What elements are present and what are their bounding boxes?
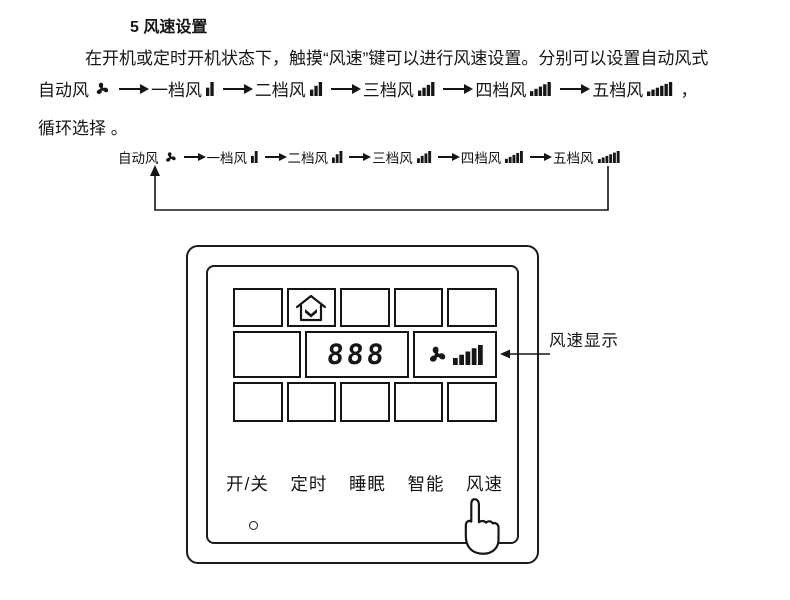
- fan-speed-bars-icon: [453, 344, 484, 365]
- fan-icon: [425, 343, 449, 367]
- speed-3-bars-icon: [416, 151, 431, 163]
- speed-2-bars-icon: [332, 151, 343, 163]
- speed-1-bars-icon: [251, 151, 258, 163]
- speed-label-1: 一档风: [151, 81, 202, 100]
- paragraph-line-1: 在开机或定时开机状态下，触摸“风速”键可以进行风速设置。分别可以设置自动风式: [85, 49, 709, 68]
- fan-speed-cycle-diagram: 自动风 一档风 二档风 三档风 四档风 五档风: [118, 147, 620, 167]
- lcd-cell-fan-speed: [413, 331, 497, 378]
- button-power: 开/关: [226, 474, 269, 494]
- lcd-cell: [340, 382, 390, 422]
- diagram-label-3: 三档风: [372, 151, 413, 166]
- diagram-item-auto: 自动风: [118, 147, 178, 167]
- button-fan-speed: 风速: [466, 474, 503, 494]
- diagram-label-2: 二档风: [287, 151, 329, 166]
- section-heading: 5 风速设置: [130, 19, 208, 36]
- lcd-cell-digits: 888: [305, 331, 409, 378]
- speed-4-bars-icon: [505, 151, 524, 163]
- button-smart: 智能: [407, 474, 445, 494]
- lcd-cell: [233, 331, 301, 378]
- seven-segment-digits: 888: [325, 338, 389, 371]
- lcd-cell: [447, 288, 497, 327]
- speed-label-auto: 自动风: [38, 81, 89, 100]
- speed-label-5: 五档风: [592, 81, 644, 100]
- arrow-icon: [183, 152, 206, 161]
- diagram-item-1: 一档风: [207, 147, 259, 167]
- diagram-item-3: 三档风: [372, 147, 432, 167]
- lcd-cell: [447, 382, 497, 422]
- speed-4-bars-icon: [530, 81, 552, 96]
- speed-2-bars-icon: [309, 81, 322, 96]
- speed-item-auto: 自动风: [38, 76, 111, 101]
- arrow-icon: [560, 83, 591, 94]
- cycle-loop-arrow: [150, 165, 609, 211]
- paragraph-line-3: 循环选择 。: [38, 119, 128, 138]
- arrow-icon: [530, 152, 552, 161]
- speed-label-2: 二档风: [254, 81, 306, 100]
- arrow-icon: [349, 152, 372, 161]
- speed-item-5: 五档风: [592, 76, 673, 101]
- speed-item-4: 四档风: [475, 76, 552, 101]
- arrow-icon: [222, 83, 253, 94]
- speed-label-3: 三档风: [362, 81, 414, 100]
- speed-label-4: 四档风: [475, 81, 527, 100]
- diagram-item-5: 五档风: [553, 147, 620, 167]
- speed-item-3: 三档风: [363, 76, 436, 101]
- lcd-cell-house: [286, 288, 337, 327]
- diagram-label-4: 四档风: [460, 151, 502, 166]
- lcd-row-bottom: [233, 382, 497, 422]
- button-sleep: 睡眠: [348, 474, 386, 494]
- arrow-icon: [119, 83, 149, 94]
- diagram-label-1: 一档风: [206, 151, 248, 166]
- speed-item-2: 二档风: [255, 76, 323, 101]
- lcd-row-top: [233, 288, 497, 327]
- lcd-cell: [233, 288, 283, 327]
- diagram-item-4: 四档风: [461, 147, 524, 167]
- pointing-hand-icon: [456, 496, 504, 557]
- diagram-label-5: 五档风: [553, 151, 594, 166]
- panel-button-row: 开/关 定时 睡眠 智能 风速: [226, 471, 503, 496]
- lcd-display: 888: [233, 288, 497, 426]
- lcd-row-middle: 888: [233, 331, 497, 378]
- callout-arrow-icon: [500, 349, 550, 359]
- button-timer: 定时: [290, 474, 328, 494]
- lcd-cell: [286, 382, 337, 422]
- speed-1-bars-icon: [206, 81, 214, 96]
- arrow-icon: [437, 152, 460, 161]
- house-airflow-icon: [293, 293, 329, 323]
- speed-item-1: 一档风: [151, 76, 215, 101]
- lcd-cell: [340, 288, 390, 327]
- arrow-icon: [264, 152, 287, 161]
- fan-icon: [93, 80, 111, 98]
- lcd-cell: [233, 382, 283, 422]
- lcd-cell: [393, 382, 444, 422]
- fan-speed-sequence-text: 自动风 一档风 二档风 三档风 四档风 五档风 ，: [38, 76, 698, 101]
- speed-5-bars-icon: [647, 81, 673, 96]
- fan-speed-display-callout-label: 风速显示: [549, 332, 619, 350]
- arrow-icon: [443, 83, 474, 94]
- diagram-item-2: 二档风: [288, 147, 344, 167]
- indicator-dot: [249, 521, 258, 530]
- comma-text: ，: [680, 81, 698, 100]
- arrow-icon: [330, 83, 361, 94]
- diagram-label-auto: 自动风: [118, 151, 159, 166]
- lcd-cell: [393, 288, 444, 327]
- speed-3-bars-icon: [417, 81, 435, 96]
- speed-5-bars-icon: [597, 151, 620, 163]
